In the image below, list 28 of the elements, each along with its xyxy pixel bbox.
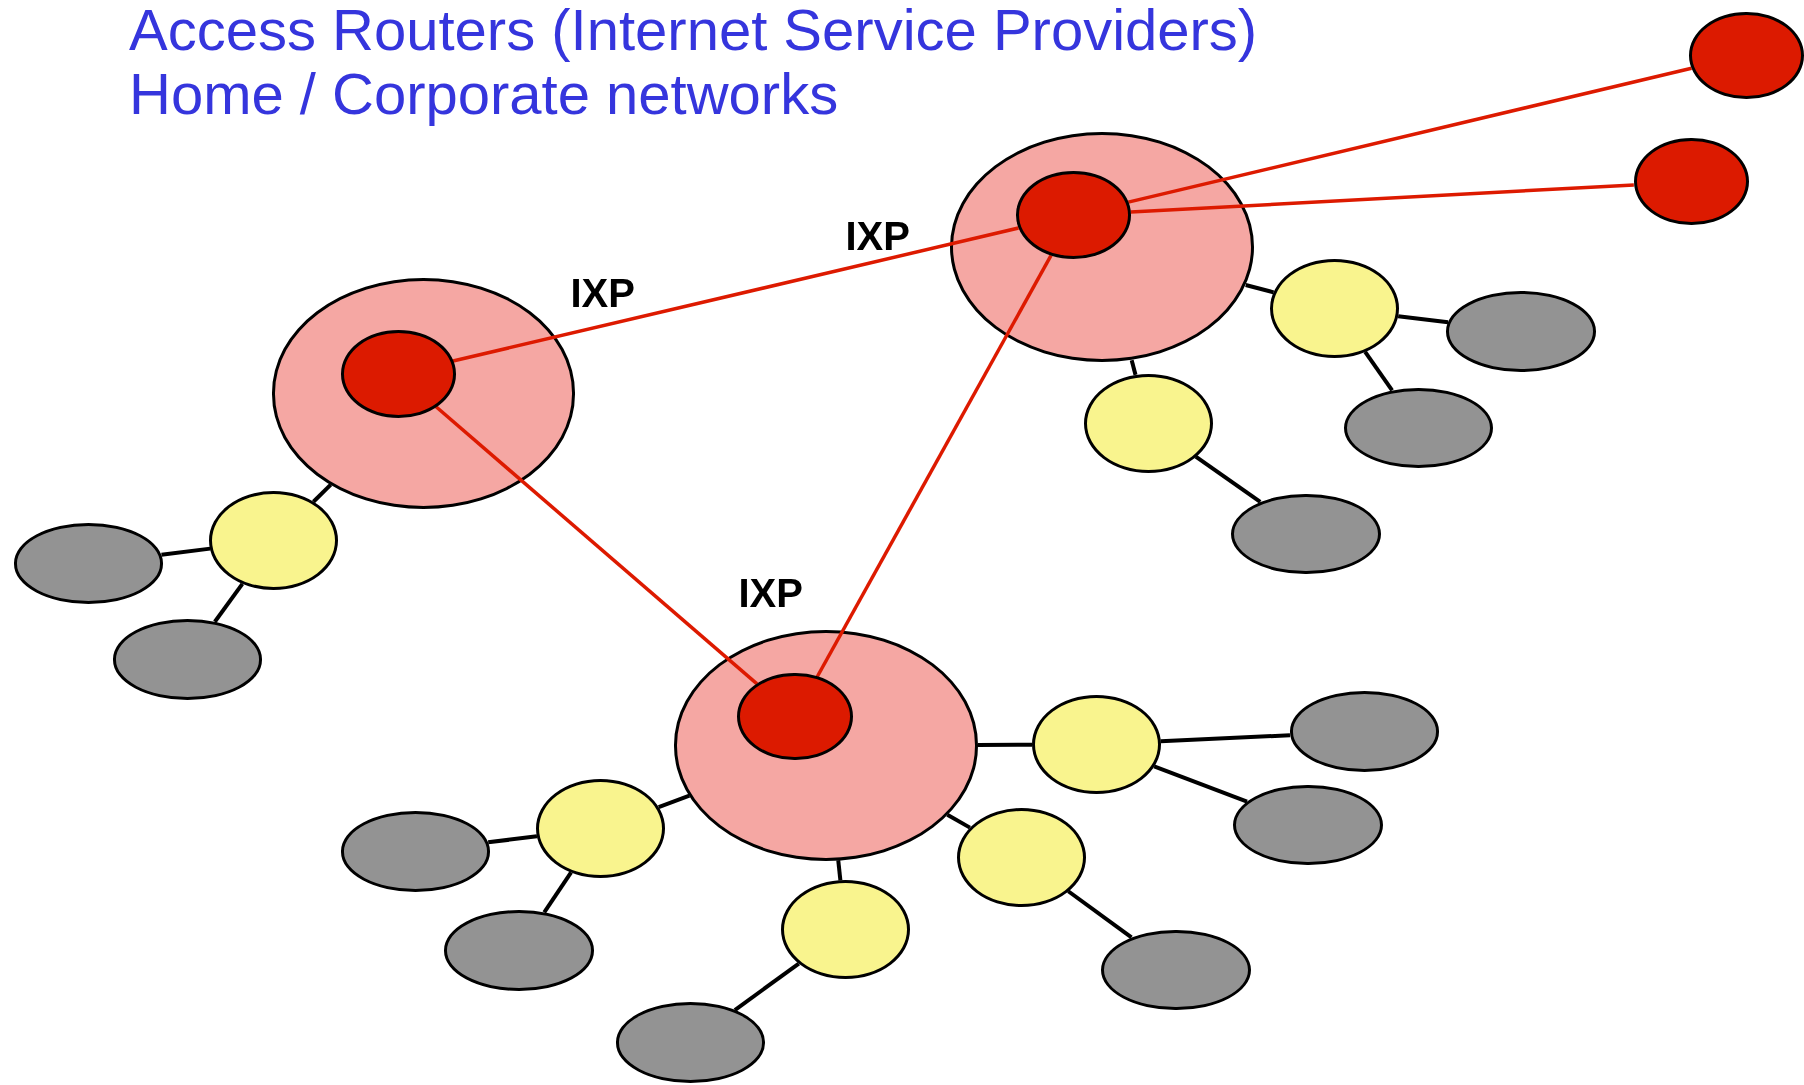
connector-line xyxy=(658,793,691,809)
connector-line xyxy=(1129,359,1138,376)
connector-line xyxy=(1160,733,1291,744)
node-label: IXP xyxy=(738,570,803,615)
connector-line xyxy=(161,546,211,557)
connector-line xyxy=(487,834,538,845)
connector-line xyxy=(1153,764,1248,804)
connector-line xyxy=(213,582,244,623)
connector-line xyxy=(733,961,800,1012)
link-line xyxy=(452,226,1019,363)
node-label: IXP xyxy=(570,271,635,316)
connector-line xyxy=(1245,283,1275,295)
node-label: IXP xyxy=(845,213,910,258)
connector-line xyxy=(1363,350,1394,392)
connector-line xyxy=(1194,455,1262,504)
connector-line xyxy=(542,871,573,914)
connector-line xyxy=(836,860,843,881)
connector-line xyxy=(946,813,971,830)
connector-line xyxy=(1397,314,1449,325)
heading-text: Access Routers (Internet Service Providers) xyxy=(129,0,1258,62)
connector-line xyxy=(312,483,333,504)
heading-text: Home / Corporate networks xyxy=(129,62,839,126)
connector-line xyxy=(977,742,1032,747)
link-line xyxy=(1130,183,1634,214)
link-line xyxy=(815,254,1053,678)
link-line xyxy=(434,405,759,686)
link-line xyxy=(1127,66,1692,204)
connector-line xyxy=(1067,889,1133,940)
